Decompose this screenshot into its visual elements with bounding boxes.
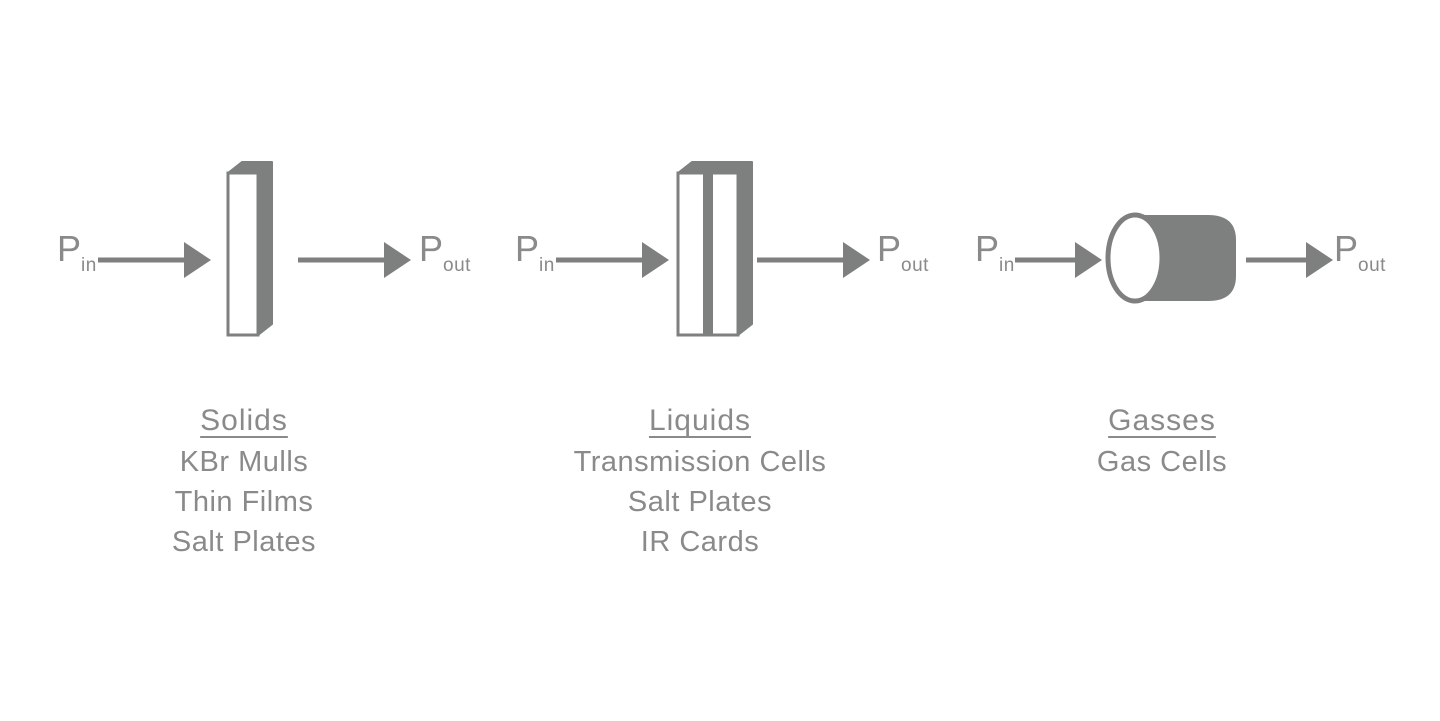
p-in-subscript: in bbox=[999, 255, 1015, 277]
p-base: P bbox=[419, 228, 444, 269]
cylinder-gas-cell-shape bbox=[1105, 212, 1236, 304]
caption-item: KBr Mulls bbox=[179, 446, 309, 478]
p-in-subscript: in bbox=[539, 255, 555, 277]
p-base: P bbox=[57, 228, 82, 269]
section-title: Solids bbox=[200, 404, 288, 437]
single-plate-shape bbox=[226, 161, 273, 337]
caption-item: Transmission Cells bbox=[573, 446, 827, 478]
p-base: P bbox=[975, 228, 1000, 269]
p-out-subscript: out bbox=[443, 255, 471, 277]
p-out-subscript: out bbox=[1358, 255, 1386, 277]
p-out-label: Pout bbox=[1334, 228, 1386, 277]
p-out-label: Pout bbox=[877, 228, 929, 277]
p-out-subscript: out bbox=[901, 255, 929, 277]
double-plate-cell-shape bbox=[676, 161, 753, 337]
arrow-right-icon bbox=[1015, 242, 1102, 278]
section-gasses-caption: Gasses Gas Cells bbox=[962, 400, 1362, 482]
section-title: Gasses bbox=[1108, 404, 1216, 437]
caption-item: Salt Plates bbox=[627, 486, 773, 518]
arrow-right-icon bbox=[1246, 242, 1333, 278]
section-title: Liquids bbox=[648, 404, 752, 437]
arrow-right-icon bbox=[556, 242, 669, 278]
p-in-label: Pin bbox=[57, 228, 97, 277]
arrow-right-icon bbox=[757, 242, 870, 278]
p-out-label: Pout bbox=[419, 228, 471, 277]
p-base: P bbox=[1334, 228, 1359, 269]
p-in-subscript: in bbox=[81, 255, 97, 277]
p-in-label: Pin bbox=[975, 228, 1015, 277]
caption-item: IR Cards bbox=[640, 526, 760, 558]
p-base: P bbox=[515, 228, 540, 269]
caption-item: Salt Plates bbox=[171, 526, 317, 558]
arrow-right-icon bbox=[98, 242, 211, 278]
section-solids-caption: Solids KBr Mulls Thin Films Salt Plates bbox=[44, 400, 444, 562]
p-base: P bbox=[877, 228, 902, 269]
section-liquids-caption: Liquids Transmission Cells Salt Plates I… bbox=[500, 400, 900, 562]
caption-item: Gas Cells bbox=[1096, 446, 1228, 478]
caption-item: Thin Films bbox=[174, 486, 314, 518]
p-in-label: Pin bbox=[515, 228, 555, 277]
arrow-right-icon bbox=[298, 242, 411, 278]
